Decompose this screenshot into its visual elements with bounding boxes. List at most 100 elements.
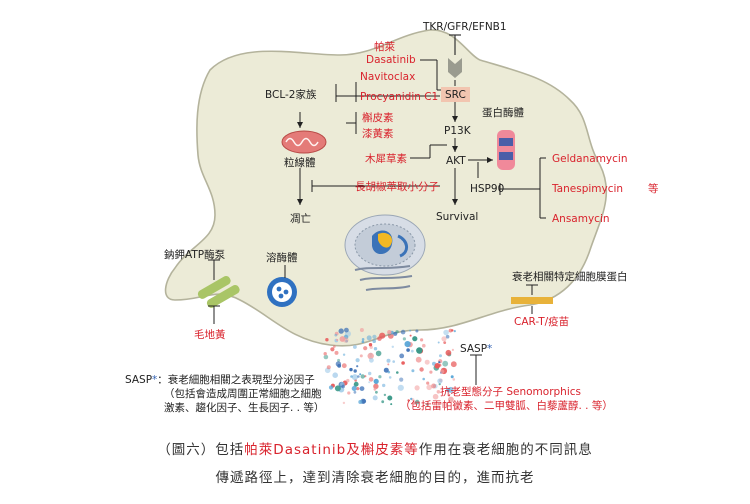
sasp-dot [351, 386, 357, 391]
sasp-dot [359, 373, 362, 376]
sasp-dot [438, 361, 441, 364]
sasp-dot [347, 391, 351, 395]
digoxin-label: 毛地黃 [194, 328, 226, 341]
sasp-dot [411, 369, 415, 373]
pathway-arrows [208, 59, 546, 385]
sasp-dot [448, 328, 453, 333]
mitochondrion-icon [281, 130, 327, 154]
sasp-dot [407, 399, 410, 402]
sasp-dot [381, 400, 385, 404]
bcl2-label: BCL-2家族 [265, 88, 317, 101]
sasp-dot [333, 345, 336, 348]
sasp-def-line2: （包括會造成周圍正常細胞之細胞 [164, 387, 322, 400]
sasp-dot [369, 345, 373, 349]
sasp-dot [434, 363, 441, 369]
piperlongumine-label: 長胡椒萃取小分子 [355, 180, 439, 193]
tanespimycin-label: Tanespimycin [551, 183, 623, 195]
membrane-protein-icon [511, 297, 553, 304]
sasp-dot [359, 328, 364, 332]
sasp-dot [437, 341, 440, 344]
sasp-dot [373, 378, 379, 384]
sasp-dot [356, 365, 359, 368]
ion-pump-label: 鈉鉀ATP酶泵 [164, 248, 226, 261]
sasp-dot [409, 334, 412, 337]
receptor-icon [448, 34, 462, 78]
sasp-dot [401, 361, 405, 365]
sasp-def-line3: 激素、趨化因子、生長因子. . 等） [164, 401, 324, 414]
sasp-secretion-dots [323, 327, 457, 406]
sasp-dot [377, 336, 382, 341]
sasp-dot [432, 393, 439, 400]
sasp-dot [349, 367, 353, 372]
sasp-dot [338, 328, 344, 334]
proteasome-icon [497, 130, 515, 170]
pi3k-label: P13K [444, 125, 472, 137]
sasp-dot [356, 387, 360, 391]
sasp-dot [426, 403, 429, 406]
sasp-dot [360, 374, 365, 379]
sasp-dot [416, 347, 423, 354]
caption-line2: 傳遞路徑上，達到清除衰老細胞的目的，進而抗老 [215, 470, 535, 486]
sasp-dot [342, 353, 346, 356]
sasp-dot [396, 371, 399, 374]
sasp-dot [429, 370, 433, 374]
sasp-dot [442, 360, 449, 367]
sasp-dot [452, 378, 456, 381]
sasp-dot [411, 398, 415, 402]
sasp-dot [382, 383, 386, 388]
sasp-dot [334, 385, 341, 392]
sasp-dot [363, 346, 368, 351]
quercetin-label: 漆黃素 [362, 127, 394, 140]
sasp-def-line1: SASP*：衰老細胞相關之表現型分泌因子 [125, 373, 315, 386]
sasp-dot [373, 383, 379, 389]
sasp-right-label: SASP* [460, 343, 492, 355]
akt-label: AKT [446, 155, 466, 167]
survival-label: Survival [436, 211, 478, 223]
sasp-dot [343, 337, 349, 343]
procyanidin-label: Procyanidin C1 [360, 91, 438, 103]
sasp-dot [393, 331, 398, 336]
proteasome-label: 蛋白酶體 [482, 106, 524, 119]
lysosome-icon [267, 277, 297, 307]
sasp-dot [335, 361, 342, 367]
sasp-dot [404, 341, 411, 348]
senomorphics-line2: （包括雷帕黴素、二甲雙胍、白藜蘆醇. . 等） [400, 399, 613, 412]
sasp-dot [436, 390, 441, 394]
sasp-dot [375, 390, 378, 394]
sasp-dot [353, 381, 359, 387]
sasp-dot [450, 375, 454, 379]
sasp-dot [440, 369, 445, 374]
sasp-dot [358, 400, 363, 404]
sasp-dot [402, 337, 406, 341]
sasp-dot [361, 340, 365, 344]
sasp-dot [410, 349, 414, 353]
sasp-dot [450, 361, 457, 368]
sasp-dot [353, 369, 357, 373]
sasp-dot [447, 386, 454, 393]
sasp-dot [368, 343, 373, 347]
luteolin-label: 木犀草素 [365, 152, 407, 165]
sasp-dot [325, 338, 329, 342]
geldanamycin-label: Geldanamycin [552, 153, 628, 165]
sasp-dot [372, 339, 377, 344]
nucleus-illustration [344, 214, 426, 291]
caption-line1: （圖六）包括帕萊Dasatinib及槲皮素等作用在衰老細胞的不同訊息 [157, 442, 593, 458]
sasp-dot [443, 341, 447, 344]
sasp-dot [351, 374, 358, 381]
sasp-dot [336, 339, 339, 341]
sasp-dot [372, 395, 378, 401]
sasp-dot [419, 367, 424, 372]
sasp-dot [373, 347, 378, 351]
src-label: SRC [445, 89, 466, 101]
sasp-dot [412, 336, 418, 342]
sasp-dot [328, 385, 334, 390]
sasp-dot [406, 348, 410, 352]
senomorphics-line1: 抗老型態分子 Senomorphics [440, 385, 581, 398]
sasp-dot [341, 363, 347, 369]
sasp-dot [387, 395, 393, 401]
membrane-protein-label: 衰老相關特定細胞膜蛋白 [512, 270, 628, 283]
sasp-dot [445, 334, 450, 339]
sasp-dot [451, 348, 454, 351]
sasp-dot [357, 375, 360, 378]
sasp-dot [387, 363, 390, 366]
